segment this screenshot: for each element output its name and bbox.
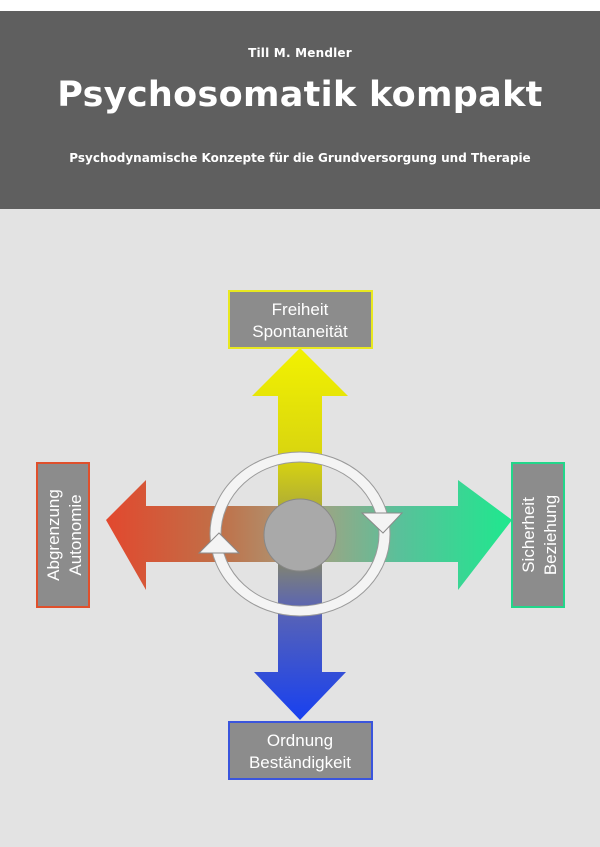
author-name: Till M. Mendler: [248, 46, 352, 60]
right-pole-box: Sicherheit Beziehung: [511, 462, 565, 608]
right-arrow: [300, 480, 512, 590]
right-pole-line1: Sicherheit: [519, 497, 538, 573]
down-arrow: [254, 534, 346, 720]
book-title: Psychosomatik kompakt: [57, 75, 543, 115]
left-pole-line1: Abgrenzung: [44, 489, 63, 581]
right-pole-line2: Beziehung: [541, 495, 560, 575]
bottom-pole-box: Ordnung Beständigkeit: [228, 721, 373, 780]
top-pole-box: Freiheit Spontaneität: [228, 290, 373, 349]
title-banner: Till M. Mendler Psychosomatik kompakt Ps…: [0, 11, 600, 209]
center-circle: [263, 498, 337, 572]
top-pole-line2: Spontaneität: [252, 322, 348, 341]
up-arrow: [252, 348, 348, 534]
cycle-ring: [209, 451, 391, 617]
left-pole-line2: Autonomie: [66, 494, 85, 575]
cycle-arrowhead-right: [360, 512, 404, 534]
bottom-pole-line2: Beständigkeit: [249, 753, 351, 772]
book-subtitle: Psychodynamische Konzepte für die Grundv…: [69, 151, 531, 165]
cycle-arrowhead-left: [197, 532, 241, 554]
left-arrow: [106, 480, 300, 590]
left-pole-box: Abgrenzung Autonomie: [36, 462, 90, 608]
bottom-pole-line1: Ordnung: [267, 731, 333, 750]
top-pole-line1: Freiheit: [272, 300, 329, 319]
